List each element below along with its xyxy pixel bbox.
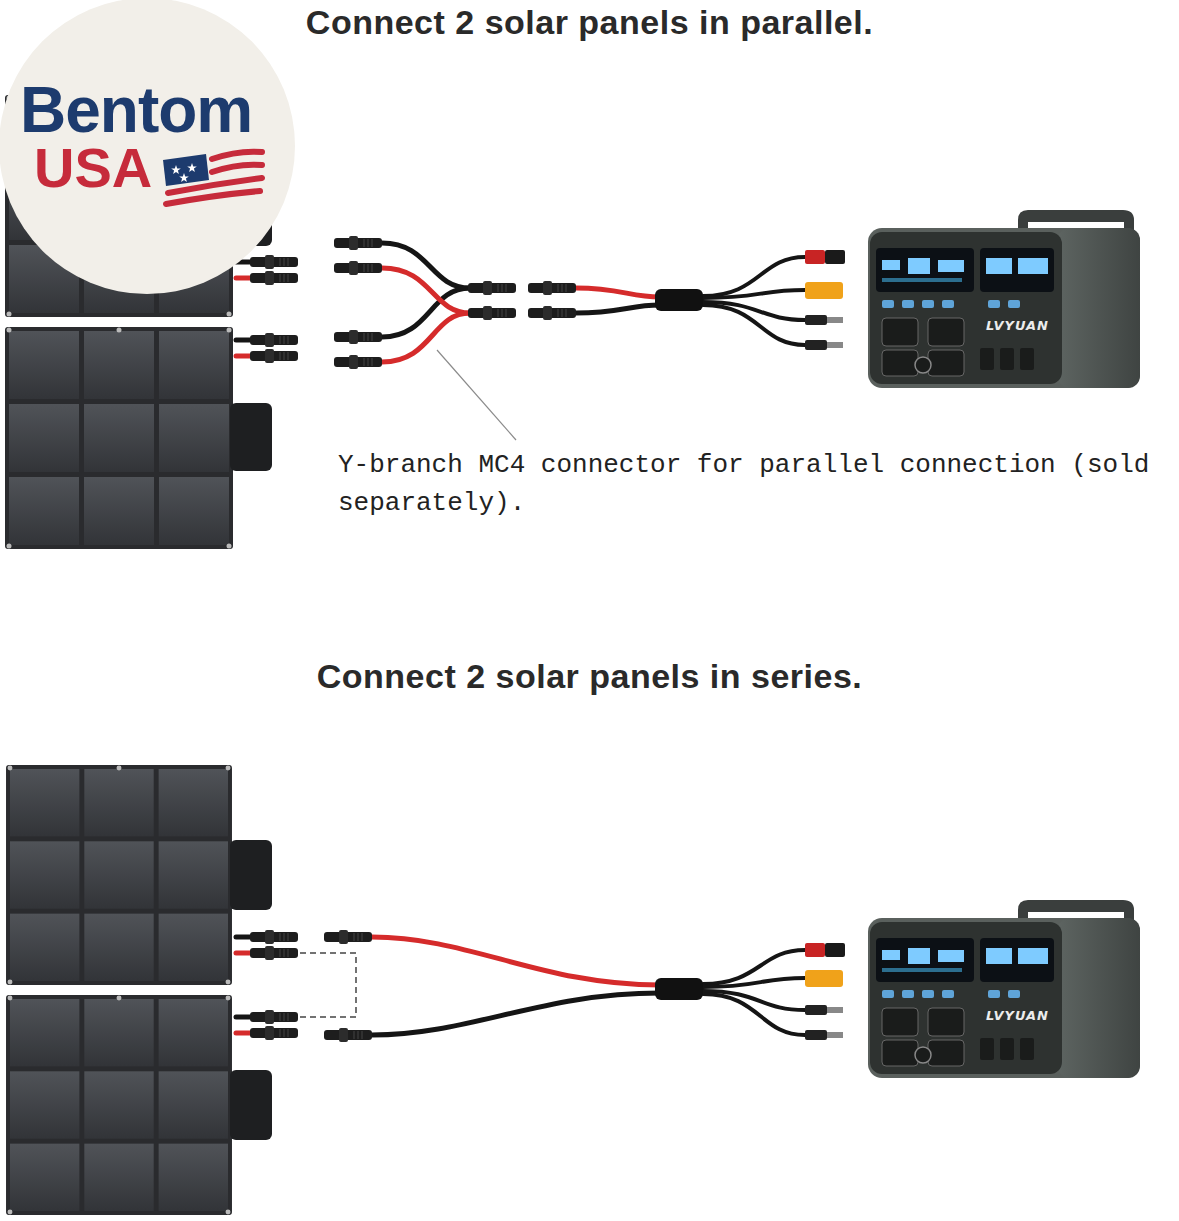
output-plugs — [805, 282, 843, 299]
output-plugs — [805, 340, 827, 350]
series-section — [324, 930, 372, 944]
parallel-section — [528, 281, 576, 295]
parallel-section — [5, 95, 845, 549]
dashed-link — [300, 953, 356, 1017]
power-station-body — [868, 210, 1140, 388]
parallel-section — [334, 355, 382, 369]
cables — [236, 951, 250, 956]
cables — [372, 993, 660, 1035]
series-section — [6, 765, 845, 1215]
parallel-section — [468, 306, 516, 320]
output-plugs — [805, 943, 825, 957]
series-section — [6, 995, 232, 1215]
power-station-body — [868, 900, 1140, 1078]
brand-mark: LVYUAN — [986, 318, 1049, 333]
cables — [703, 290, 805, 298]
logo-badge — [0, 0, 295, 294]
power-station: LVYUAN — [868, 900, 1143, 1080]
cables — [703, 305, 805, 345]
cable-hub — [655, 978, 703, 1000]
output-plugs — [805, 250, 825, 264]
cables — [703, 978, 805, 987]
cables — [576, 305, 660, 313]
brand-mark: LVYUAN — [986, 1008, 1049, 1023]
parallel-section — [334, 330, 382, 344]
series-section — [250, 946, 298, 960]
cables — [236, 937, 805, 1035]
cable-hub — [655, 289, 703, 311]
output-plugs — [805, 315, 827, 325]
logo-badge — [212, 152, 262, 159]
logo-badge — [212, 165, 262, 172]
logo-badge — [171, 165, 181, 174]
cables — [236, 276, 250, 281]
parallel-section — [334, 236, 382, 250]
series-section — [250, 1010, 298, 1024]
section-heading: Connect 2 solar panels in parallel. — [0, 2, 1179, 42]
panel-tab — [230, 403, 272, 471]
cables — [236, 1015, 250, 1020]
parallel-section — [250, 349, 298, 363]
logo-badge — [166, 152, 262, 204]
cables — [382, 243, 470, 288]
output-plugs — [805, 250, 845, 350]
output-plugs — [805, 1005, 827, 1015]
series-section — [324, 1028, 372, 1042]
logo-badge — [179, 173, 189, 182]
logo-badge — [163, 154, 209, 186]
callout-note: Y-branch MC4 connector for parallel conn… — [338, 446, 1174, 522]
power-station: LVYUAN — [868, 210, 1143, 390]
series-section — [250, 930, 298, 944]
output-plugs — [827, 1007, 843, 1013]
power-station-body — [868, 900, 1143, 1080]
output-plugs — [827, 1032, 843, 1038]
parallel-section — [5, 327, 233, 549]
output-plugs — [825, 250, 845, 264]
panel-tab — [230, 840, 272, 910]
series-section — [6, 765, 232, 985]
series-section — [250, 1026, 298, 1040]
cables — [576, 288, 660, 297]
cables — [382, 268, 470, 313]
section-heading: Connect 2 solar panels in series. — [0, 656, 1179, 696]
cables — [703, 994, 805, 1035]
output-plugs — [827, 342, 843, 348]
logo-word: Bentom — [20, 78, 252, 142]
cables — [236, 338, 250, 343]
parallel-section — [250, 271, 298, 285]
cables — [236, 243, 805, 362]
leader-line — [437, 350, 516, 440]
cables — [382, 313, 470, 362]
panel-tab — [230, 1070, 272, 1140]
logo-word: USA — [34, 140, 152, 196]
logo-badge — [166, 191, 260, 204]
cables — [236, 354, 250, 359]
parallel-section — [334, 261, 382, 275]
output-plugs — [827, 317, 843, 323]
logo-badge — [0, 0, 295, 294]
output-plugs — [805, 970, 843, 987]
power-station-body — [868, 210, 1143, 390]
logo-badge — [187, 163, 197, 172]
output-plugs — [805, 943, 845, 1040]
parallel-section — [468, 281, 516, 295]
parallel-section — [250, 333, 298, 347]
output-plugs — [805, 1030, 827, 1040]
cables — [236, 935, 250, 940]
output-plugs — [825, 943, 845, 957]
cables — [236, 1031, 250, 1036]
parallel-section — [250, 255, 298, 269]
cables — [372, 937, 660, 985]
parallel-section — [528, 306, 576, 320]
